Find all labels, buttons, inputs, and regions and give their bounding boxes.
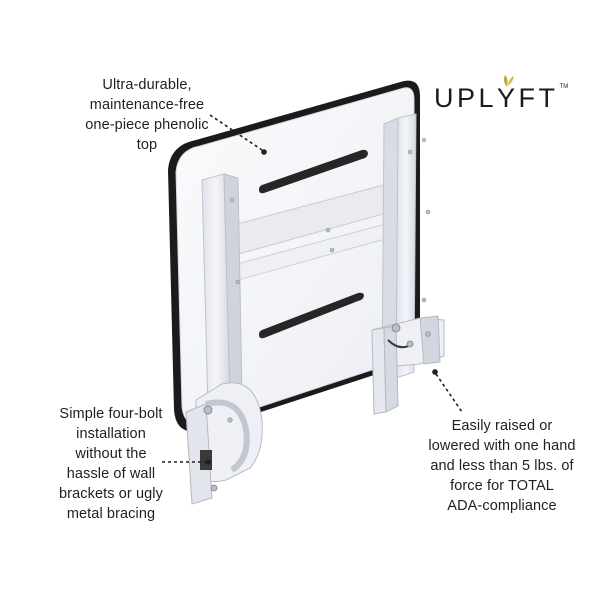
trademark-mark: TM [559, 84, 569, 90]
seat-slot-lower [259, 292, 364, 339]
frame-bolts [229, 138, 431, 303]
seat-slot-upper [259, 149, 368, 194]
leader-line-right [435, 373, 463, 413]
callout-phenolic-top: Ultra-durable, maintenance-free one-piec… [85, 77, 209, 153]
leader-line-top [209, 114, 263, 151]
callout-ada-compliance: Easily raised or lowered with one hand a… [428, 418, 576, 514]
callout-four-bolt-install: Simple four-bolt installation without th… [59, 406, 163, 522]
leaf-icon [503, 75, 515, 87]
brand-suffix: FT [518, 83, 559, 113]
brand-prefix: UPL [434, 83, 498, 113]
brand-y-letter: Y [497, 75, 519, 114]
